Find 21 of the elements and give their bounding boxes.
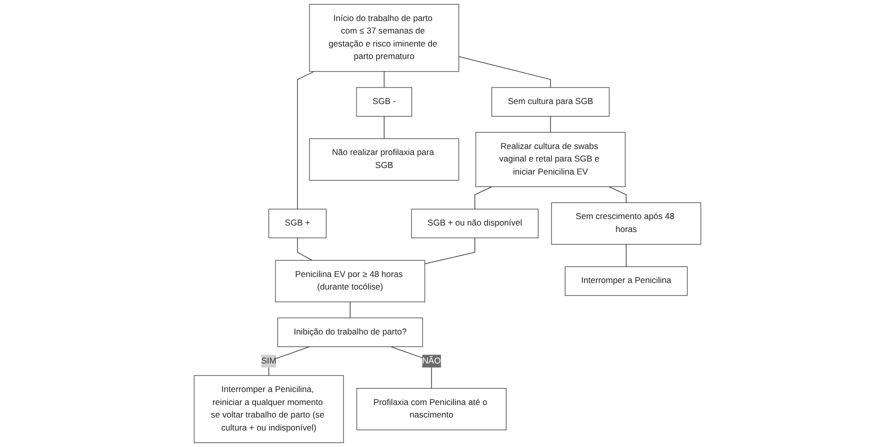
node-box: Interromper a Penicilina [564,266,688,296]
connector [458,56,551,88]
node-box: Penicilina EV por ≥ 48 horas (durante tocólise) [275,260,426,302]
node-box: Profilaxia com Penicilina até o nascimento [356,388,506,430]
connector [424,238,476,264]
node-box: Inibição do trabalho de parto? [277,318,423,347]
node-box: SGB - [356,87,412,117]
node-box: SGB + [268,208,326,238]
node-box: Não realizar profilaxia para SGB [309,138,460,181]
edge-label: NÃO [422,356,441,366]
connector [608,186,626,204]
connector [550,116,551,133]
connector [268,346,310,376]
node-box: Sem cultura para SGB [492,87,610,117]
node-box: Interromper a Penicilina, reiniciar a qualquer momento se voltar trabalho de parto (se cultura + ou indisponível) [194,375,344,443]
node-box: Realizar cultura de swabs vaginal e retal para SGB e iniciar Penicilina EV [476,132,626,187]
edge-label: SIM [261,356,276,366]
node-box: SGB + ou não disponível [411,208,538,238]
connector [297,71,314,210]
node-box: Sem crescimento após 48 horas [551,202,702,245]
node-box: Início do trabalho de parto com ≤ 37 semanas de gestação e risco iminente de parto prematuro [309,4,460,72]
